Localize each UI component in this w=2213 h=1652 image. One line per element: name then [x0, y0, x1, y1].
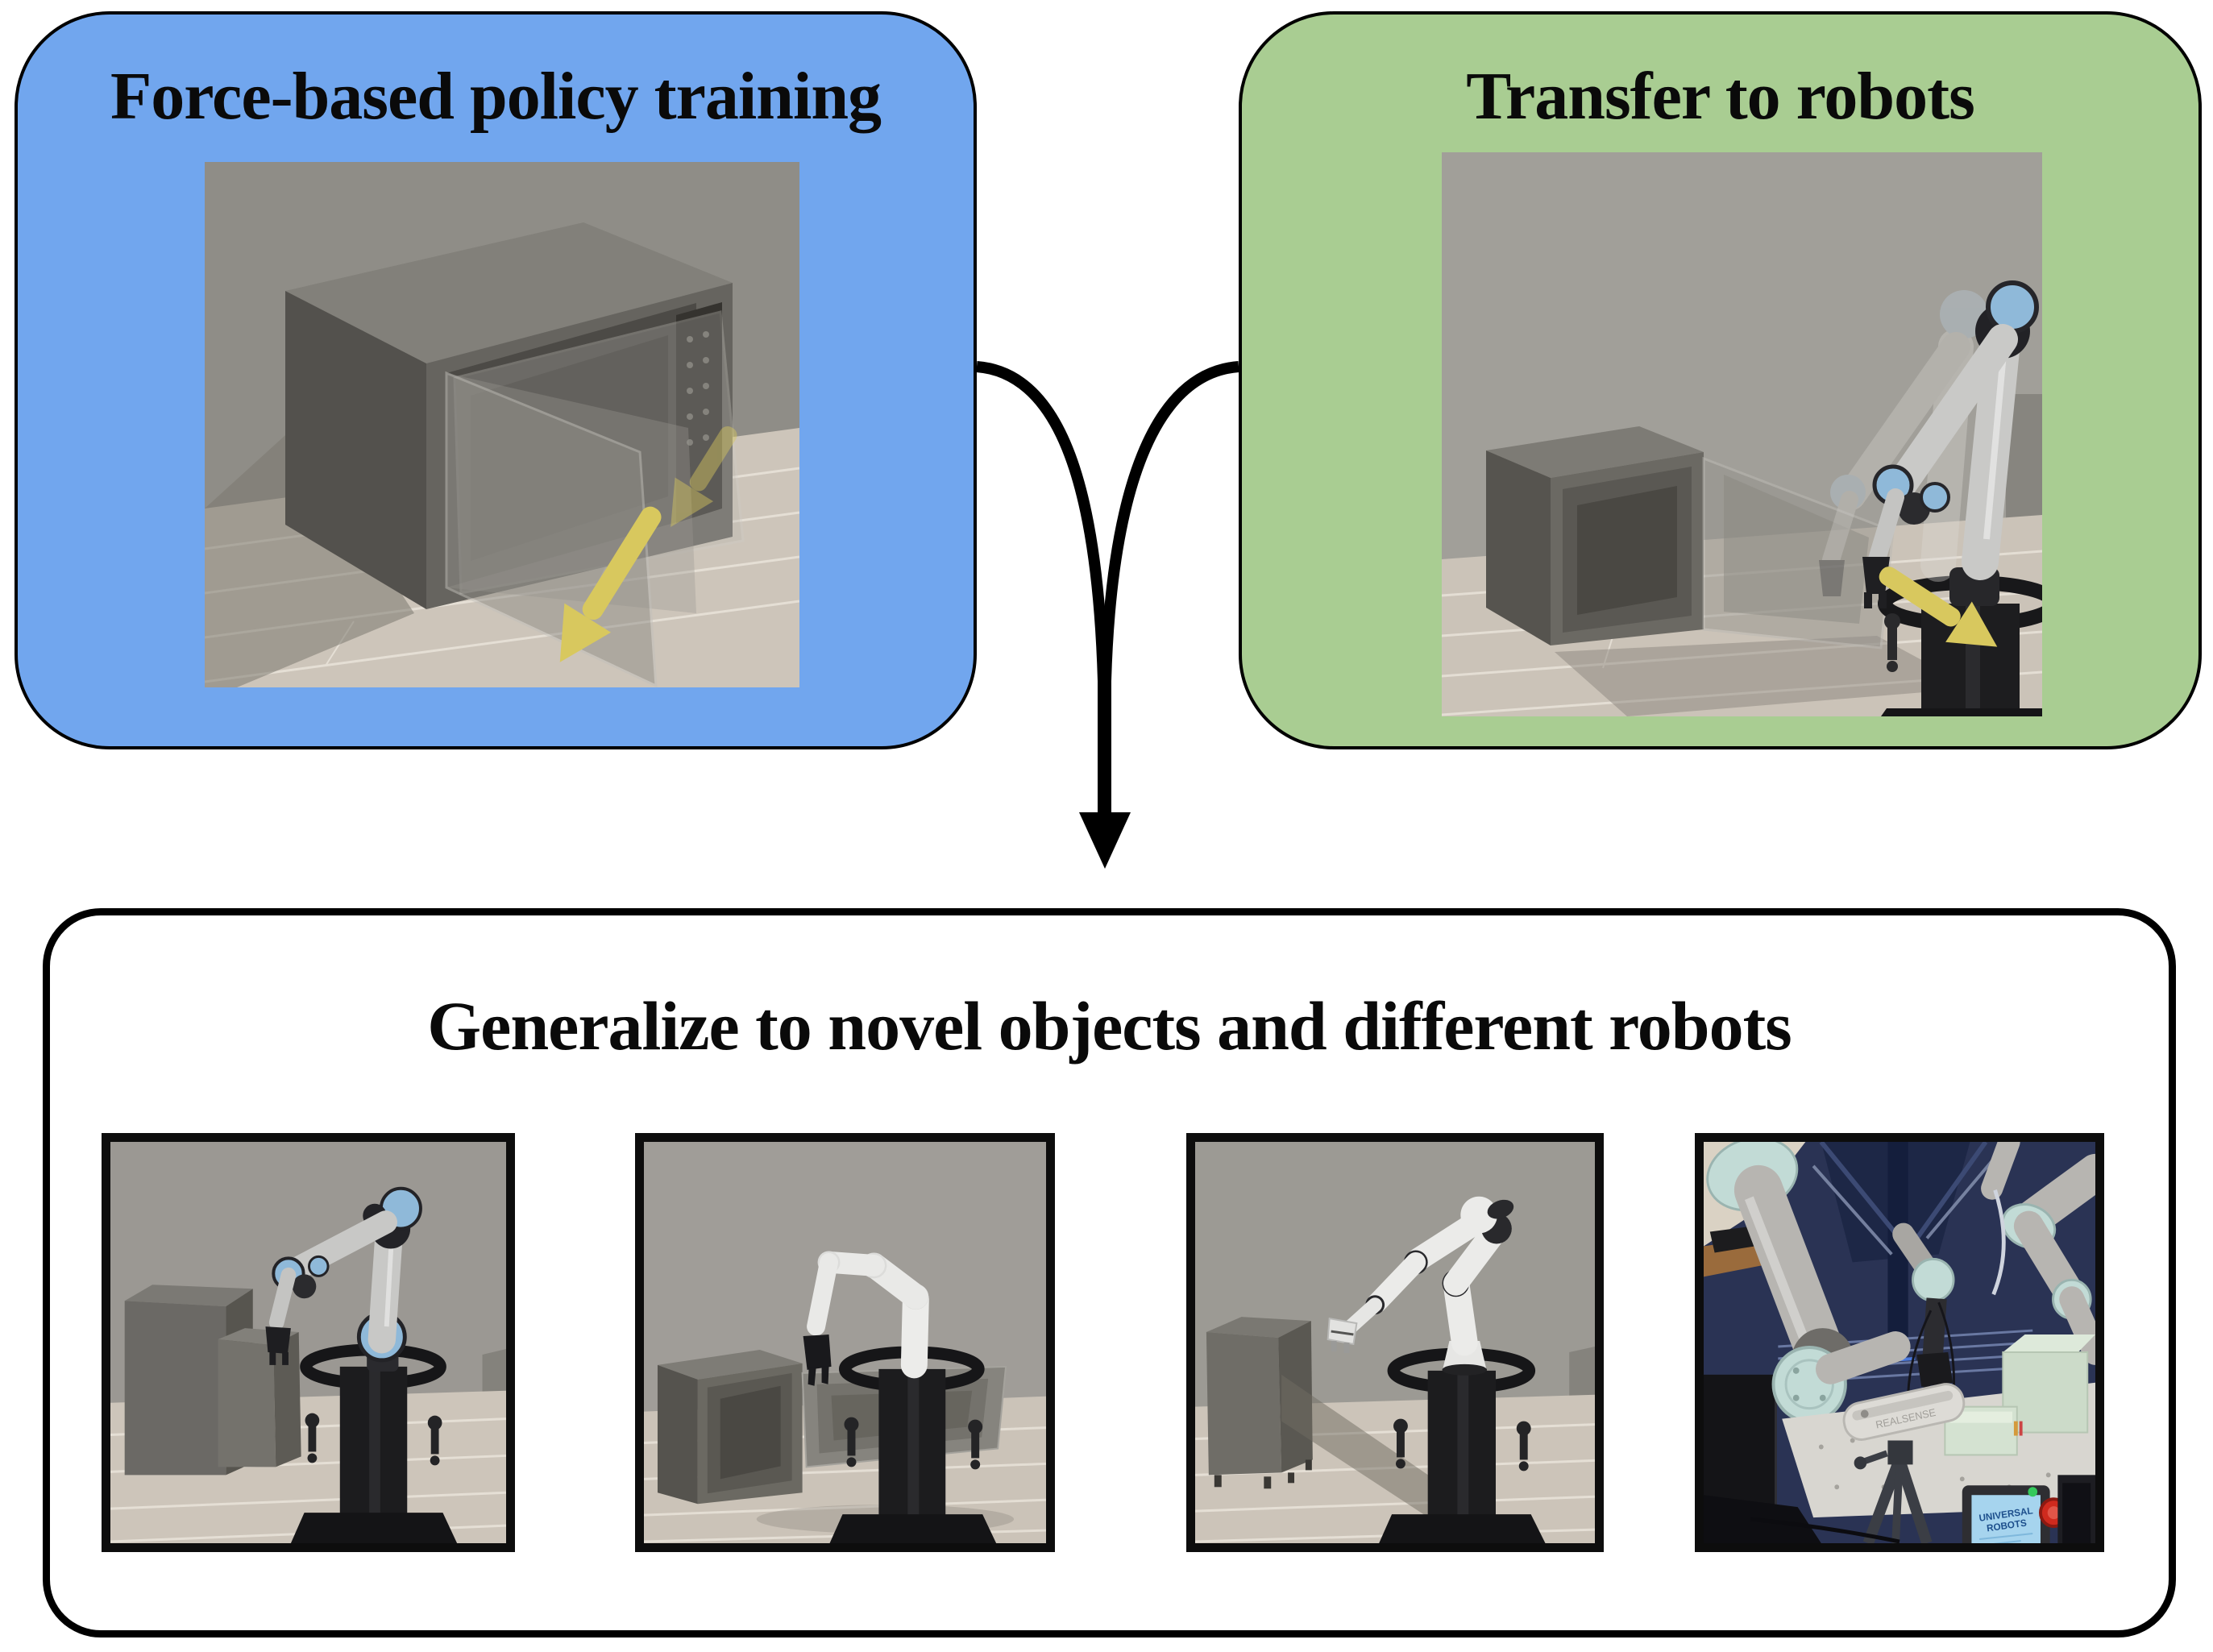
gripper: [803, 1334, 832, 1370]
keypad-dots: [687, 331, 709, 446]
training-box-title: Force-based policy training: [110, 59, 882, 134]
frame-braces: [1819, 1142, 1988, 1248]
generalize-image-white-arm-microwave: [635, 1133, 1055, 1552]
training-box: Force-based policy training: [15, 11, 977, 749]
cabinet: [124, 1285, 301, 1476]
pedestal: [290, 1343, 458, 1543]
pedestal: [1379, 1347, 1546, 1543]
ur-robot-right: [1981, 1142, 2095, 1365]
gripper: [265, 1326, 291, 1354]
microwave: [1486, 426, 1704, 645]
gripper: [1916, 1351, 1954, 1387]
teach-pendant: UNIVERSAL ROBOTS: [1962, 1485, 2069, 1543]
generalize-image-real-robots-photo: REALSENSE UNIVERSAL ROBOTS: [1695, 1133, 2104, 1552]
ur-robot-arm: [265, 1186, 422, 1372]
force-arrow-ghost-icon: [671, 425, 737, 527]
panda-robot-arm: [1327, 1196, 1514, 1376]
ur-robot-arm: [1862, 280, 2039, 608]
ghost-door: [1702, 456, 1895, 650]
realsense-camera: REALSENSE: [1842, 1383, 1966, 1441]
transfer-box-title: Transfer to robots: [1466, 59, 1975, 134]
gripper: [1327, 1317, 1358, 1346]
microwave: [657, 1349, 803, 1505]
power-indicator: [2028, 1487, 2038, 1497]
transfer-sim-image: [1442, 152, 2042, 716]
transfer-box: Transfer to robots: [1239, 11, 2202, 749]
tripod: [1854, 1440, 1933, 1543]
mint-box: [1944, 1334, 2095, 1456]
generalize-box: Generalize to novel objects and differen…: [43, 908, 2176, 1637]
arrowhead-icon: [1079, 812, 1131, 869]
training-sim-image: [205, 162, 799, 687]
generalize-image-panda-cabinet: [1186, 1133, 1604, 1552]
force-arrow-icon: [1879, 567, 1998, 647]
clamp-screw: [1884, 613, 1900, 672]
generalize-box-title: Generalize to novel objects and differen…: [427, 987, 1792, 1065]
cast-shadow: [1555, 636, 1974, 716]
cast-shadow: [1281, 1374, 1476, 1532]
cast-shadow: [205, 428, 414, 687]
white-robot-arm: [803, 1251, 929, 1386]
gripper: [1862, 557, 1890, 594]
generalize-image-ur-cabinet: [102, 1133, 515, 1552]
ghost-robot-arm: [1819, 290, 1988, 596]
force-arrow-icon: [559, 506, 662, 662]
pedestal: [829, 1346, 997, 1543]
ur-robot-left: [1706, 1142, 1911, 1423]
pendant-screen-line2: ROBOTS: [1986, 1517, 2027, 1534]
